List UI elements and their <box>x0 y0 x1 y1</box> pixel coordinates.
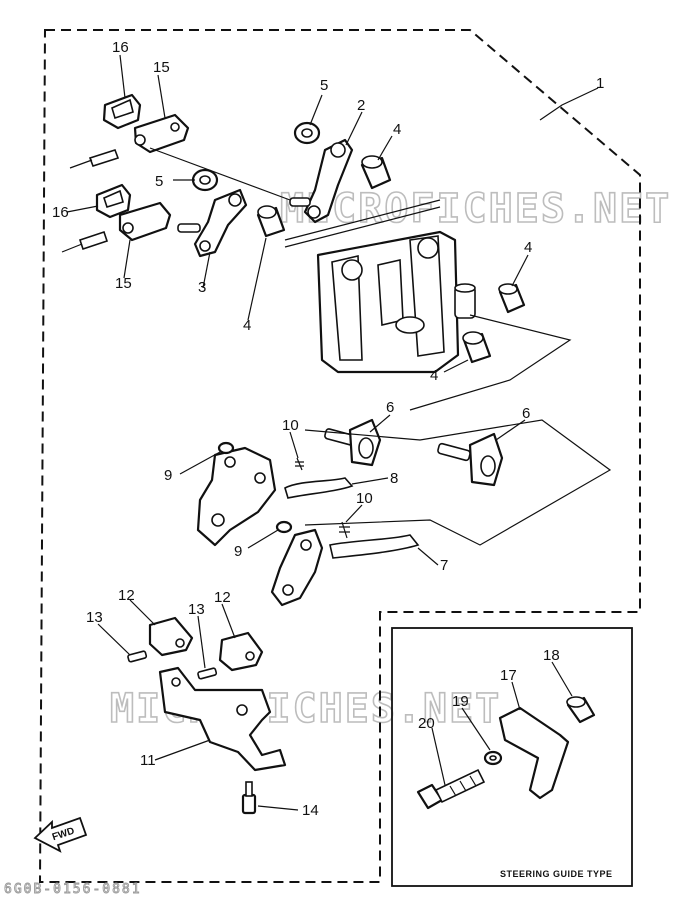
bush-4-bottom <box>462 331 492 364</box>
link-rod-8 <box>284 477 354 499</box>
callout-14: 14 <box>302 802 319 819</box>
callout-5-top: 5 <box>320 77 328 94</box>
callout-19: 19 <box>452 693 469 710</box>
callout-7: 7 <box>440 557 448 574</box>
bolt-20 <box>416 768 486 810</box>
callout-17: 17 <box>500 667 517 684</box>
callout-13-left: 13 <box>86 609 103 626</box>
callout-4-right: 4 <box>524 239 532 256</box>
link-rod-7 <box>329 534 420 559</box>
collar-18 <box>566 696 596 724</box>
bush-4-right <box>498 283 526 314</box>
callout-10-lower: 10 <box>356 490 373 507</box>
bush-4-top <box>360 155 392 190</box>
cam-12-right <box>218 631 264 672</box>
callout-3: 3 <box>198 279 206 296</box>
lever-2 <box>289 138 354 224</box>
joint-15-top <box>133 113 190 154</box>
watermark-top: MICROFICHES.NET <box>280 186 671 232</box>
footer-code: 6G0B-0156-0881 <box>4 882 142 897</box>
plate-11 <box>158 666 287 772</box>
callout-12-left: 12 <box>118 587 135 604</box>
pin-13-right <box>197 667 218 680</box>
callout-20: 20 <box>418 715 435 732</box>
callout-4-top: 4 <box>393 121 401 138</box>
callout-12-right: 12 <box>214 589 231 606</box>
callout-13-right: 13 <box>188 601 205 618</box>
leader-lines <box>66 54 612 811</box>
spring-10-lower <box>339 521 350 539</box>
callout-9-lower: 9 <box>234 543 242 560</box>
callout-4-left: 4 <box>243 317 251 334</box>
callout-16-top: 16 <box>112 39 129 56</box>
callout-5-lower: 5 <box>155 173 163 190</box>
callout-15-lower: 15 <box>115 275 132 292</box>
collar-5-lower <box>191 168 219 192</box>
callout-16-lower: 16 <box>52 204 69 221</box>
callout-2: 2 <box>357 97 365 114</box>
callout-8: 8 <box>390 470 398 487</box>
pin-13-left <box>127 650 148 663</box>
spring-10-upper <box>295 457 304 471</box>
plate-left-small <box>270 528 324 607</box>
callout-6-right: 6 <box>522 405 530 422</box>
callout-18: 18 <box>543 647 560 664</box>
rod-end-top <box>69 149 120 169</box>
joint-15-lower <box>118 201 172 242</box>
cam-12-left <box>148 616 194 657</box>
bush-4-left <box>256 205 286 238</box>
callout-10-upper: 10 <box>282 417 299 434</box>
callout-1: 1 <box>596 75 604 92</box>
inset-caption: STEERING GUIDE TYPE <box>500 869 613 879</box>
callout-15-top: 15 <box>153 59 170 76</box>
washer-9-upper <box>217 441 235 455</box>
washer-19 <box>483 750 503 766</box>
bracket-housing <box>284 199 476 374</box>
guide-17 <box>498 706 570 800</box>
shaft-6-right <box>437 432 504 487</box>
shaft-6-left <box>324 418 382 467</box>
callout-11: 11 <box>140 752 156 769</box>
callout-6-left: 6 <box>386 399 394 416</box>
rod-end-lower <box>61 230 109 253</box>
bolt-14 <box>241 781 257 815</box>
fwd-arrow-icon: FWD <box>33 816 88 853</box>
collar-5-top <box>293 121 321 145</box>
clip-16-lower <box>95 183 132 219</box>
lever-3 <box>177 188 248 258</box>
clip-16-top <box>102 93 142 130</box>
callout-4-bottom: 4 <box>430 367 438 384</box>
plate-left-large <box>196 446 277 547</box>
washer-9-lower <box>275 520 293 534</box>
inset-box <box>391 627 633 887</box>
callouts: 1 2 3 4 4 4 4 5 5 6 6 7 8 9 9 10 10 11 1… <box>52 39 604 819</box>
callout-9-upper: 9 <box>164 467 172 484</box>
